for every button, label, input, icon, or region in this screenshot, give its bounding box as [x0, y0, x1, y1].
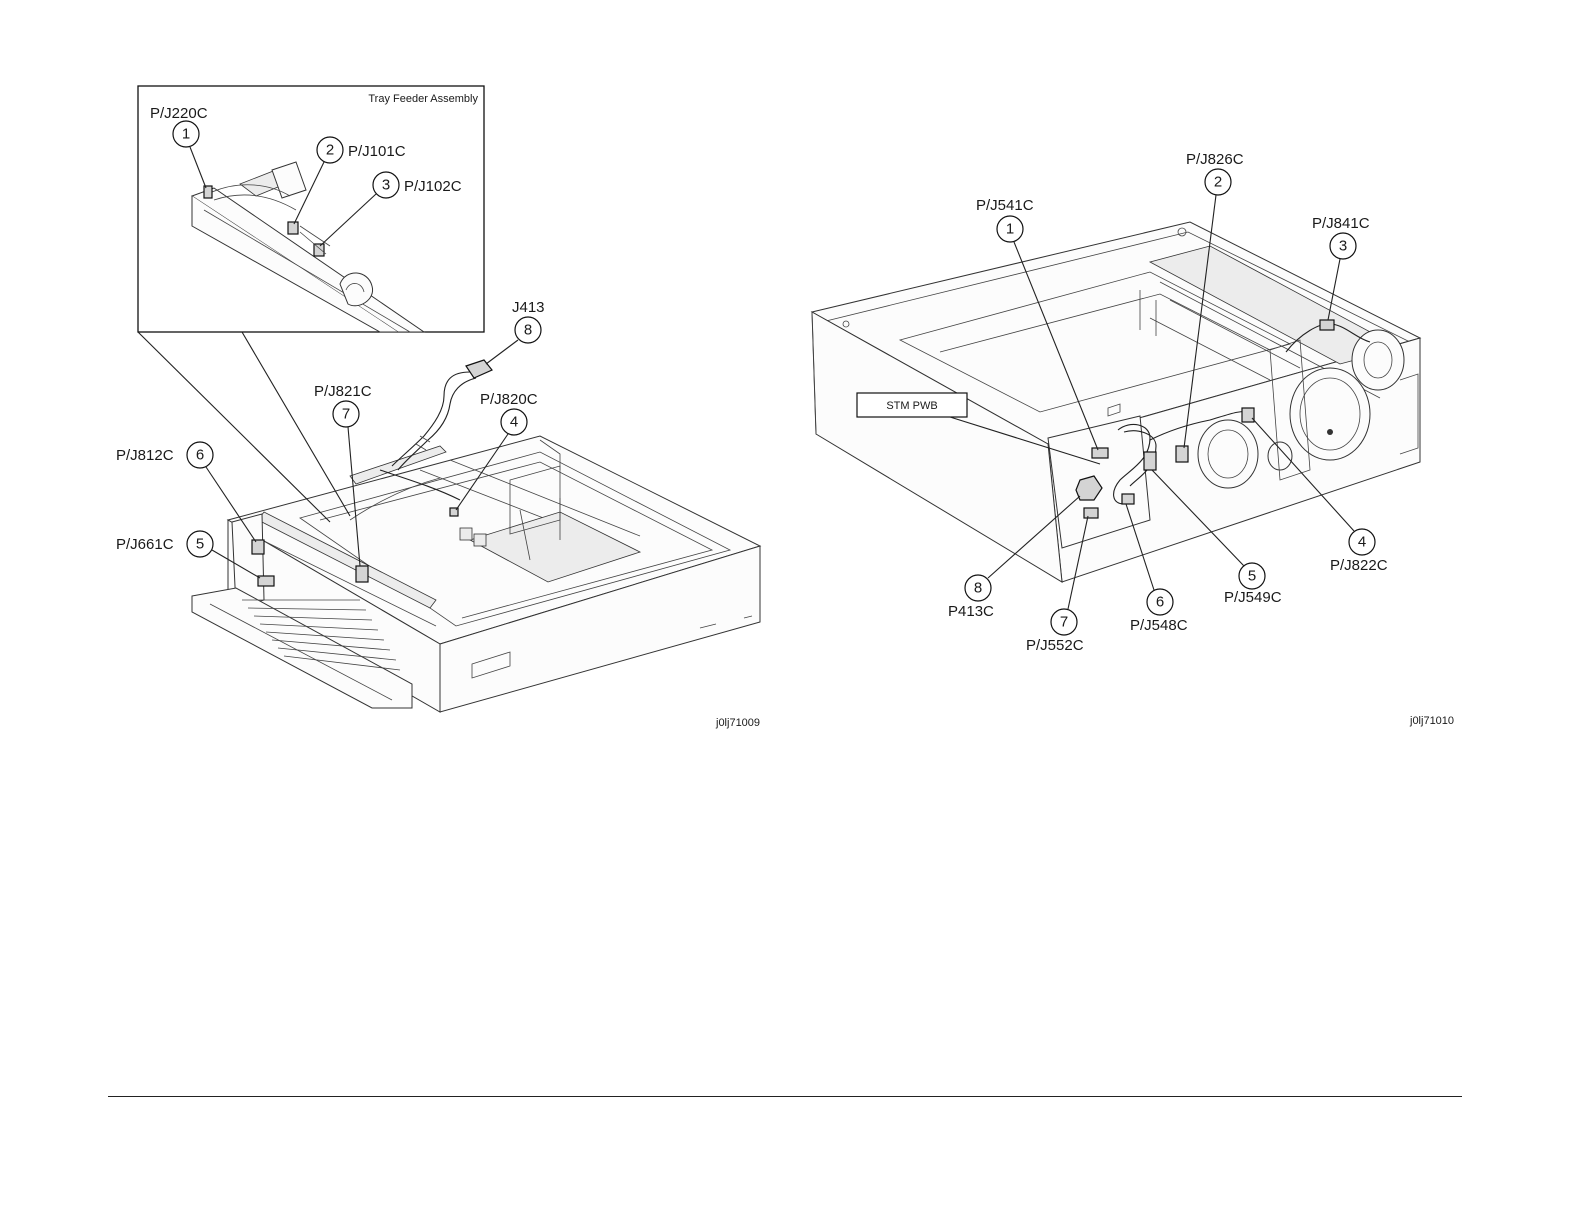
callout-label-pj822c: P/J822C: [1330, 557, 1388, 574]
callout-number-r6: 6: [1156, 594, 1164, 611]
callout-number-r3: 3: [1339, 238, 1347, 255]
callout-number-5: 5: [196, 536, 204, 553]
callout-label-pj820c: P/J820C: [480, 391, 538, 408]
callout-label-pj102c: P/J102C: [404, 178, 462, 195]
callout-label-pj812c: P/J812C: [116, 447, 174, 464]
tray-drawing: [192, 360, 760, 712]
gear-large: [1290, 368, 1370, 460]
callout-label-pj549c: P/J549C: [1224, 589, 1282, 606]
connector-pj812c: [252, 540, 264, 554]
figure-id-right: j0lj71010: [1409, 715, 1454, 727]
callout-number-3: 3: [382, 177, 390, 194]
callout-label-pj841c: P/J841C: [1312, 215, 1370, 232]
connector-pj549c: [1144, 452, 1156, 470]
callout-number-r2: 2: [1214, 174, 1222, 191]
figure-id-left: j0lj71009: [715, 717, 760, 729]
stm-pwb-label: STM PWB: [886, 400, 937, 412]
callout-label-p413c: P413C: [948, 603, 994, 620]
connector-pj548c: [1122, 494, 1134, 504]
callout-number-4: 4: [510, 414, 518, 431]
callout-number-r1: 1: [1006, 221, 1014, 238]
callout-number-6: 6: [196, 447, 204, 464]
connector-pj661c: [258, 576, 274, 586]
connector-pj541c: [1092, 448, 1108, 458]
callout-label-pj548c: P/J548C: [1130, 617, 1188, 634]
right-figure: STM PWB P/J541C 1 P/J826C 2 P/J841C 3 4 …: [812, 151, 1454, 727]
callout-label-pj661c: P/J661C: [116, 536, 174, 553]
callout-number-r4: 4: [1358, 534, 1366, 551]
callout-number-r5: 5: [1248, 568, 1256, 585]
inset-title: Tray Feeder Assembly: [368, 93, 478, 105]
callout-number-r7: 7: [1060, 614, 1068, 631]
callout-label-pj220c: P/J220C: [150, 105, 208, 122]
callout-label-pj826c: P/J826C: [1186, 151, 1244, 168]
callout-number-r8: 8: [974, 580, 982, 597]
callout-number-7: 7: [342, 406, 350, 423]
callout-label-pj541c: P/J541C: [976, 197, 1034, 214]
callout-label-pj101c: P/J101C: [348, 143, 406, 160]
left-figure: Tray Feeder Assembly P/J220C 1 2: [116, 86, 760, 729]
callout-label-pj821c: P/J821C: [314, 383, 372, 400]
callout-label-j413: J413: [512, 299, 545, 316]
callout-number-8: 8: [524, 322, 532, 339]
connector-pj841c: [1320, 320, 1334, 330]
connector-pj822c: [1242, 408, 1254, 422]
callout-number-2: 2: [326, 142, 334, 159]
callout-label-pj552c: P/J552C: [1026, 637, 1084, 654]
callout-number-1: 1: [182, 126, 190, 143]
footer-rule: [108, 1096, 1462, 1097]
connector-pj552c: [1084, 508, 1098, 518]
connector-pj826c: [1176, 446, 1188, 462]
connector-pj821c: [356, 566, 368, 582]
